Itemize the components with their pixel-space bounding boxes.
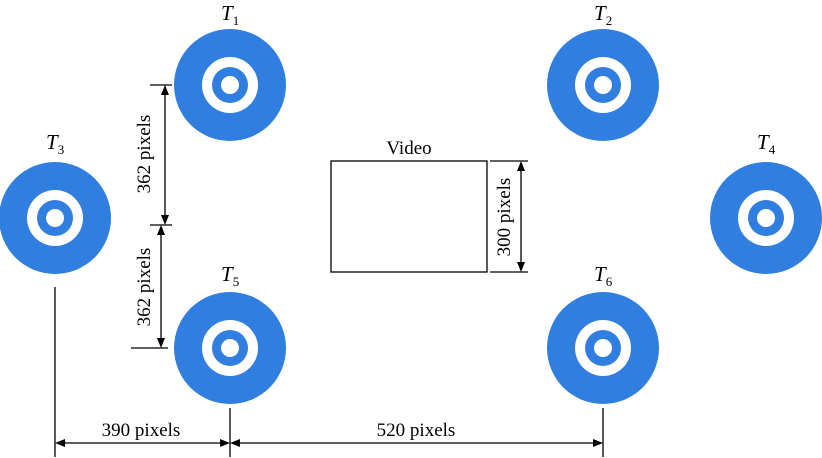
video-height-dimension (490, 160, 528, 273)
target-label-t1: T1 (221, 1, 239, 28)
horizontal-dimension-left (54, 287, 231, 457)
target-label-t5: T5 (221, 262, 239, 289)
left-horizontal-label: 390 pixels (102, 420, 181, 441)
right-horizontal-label: 520 pixels (377, 420, 456, 441)
target-t6 (547, 292, 659, 404)
lower-vertical-label: 362 pixels (134, 248, 155, 327)
video-box (330, 160, 488, 273)
upper-vertical-label: 362 pixels (134, 115, 155, 194)
video-height-label: 300 pixels (494, 178, 515, 257)
video-label: Video (386, 138, 431, 159)
target-t4 (710, 162, 822, 274)
target-t2 (547, 29, 659, 141)
target-label-t3: T3 (46, 130, 64, 157)
target-label-t4: T4 (757, 130, 776, 157)
target-label-t6: T6 (594, 262, 613, 289)
horizontal-dimension-right (230, 408, 604, 457)
vertical-dimension-upper (150, 84, 172, 226)
target-t1 (174, 29, 286, 141)
target-label-t2: T2 (594, 1, 612, 28)
target-t3 (0, 162, 111, 274)
target-t5 (174, 292, 286, 404)
vertical-dimension-lower (131, 225, 168, 349)
